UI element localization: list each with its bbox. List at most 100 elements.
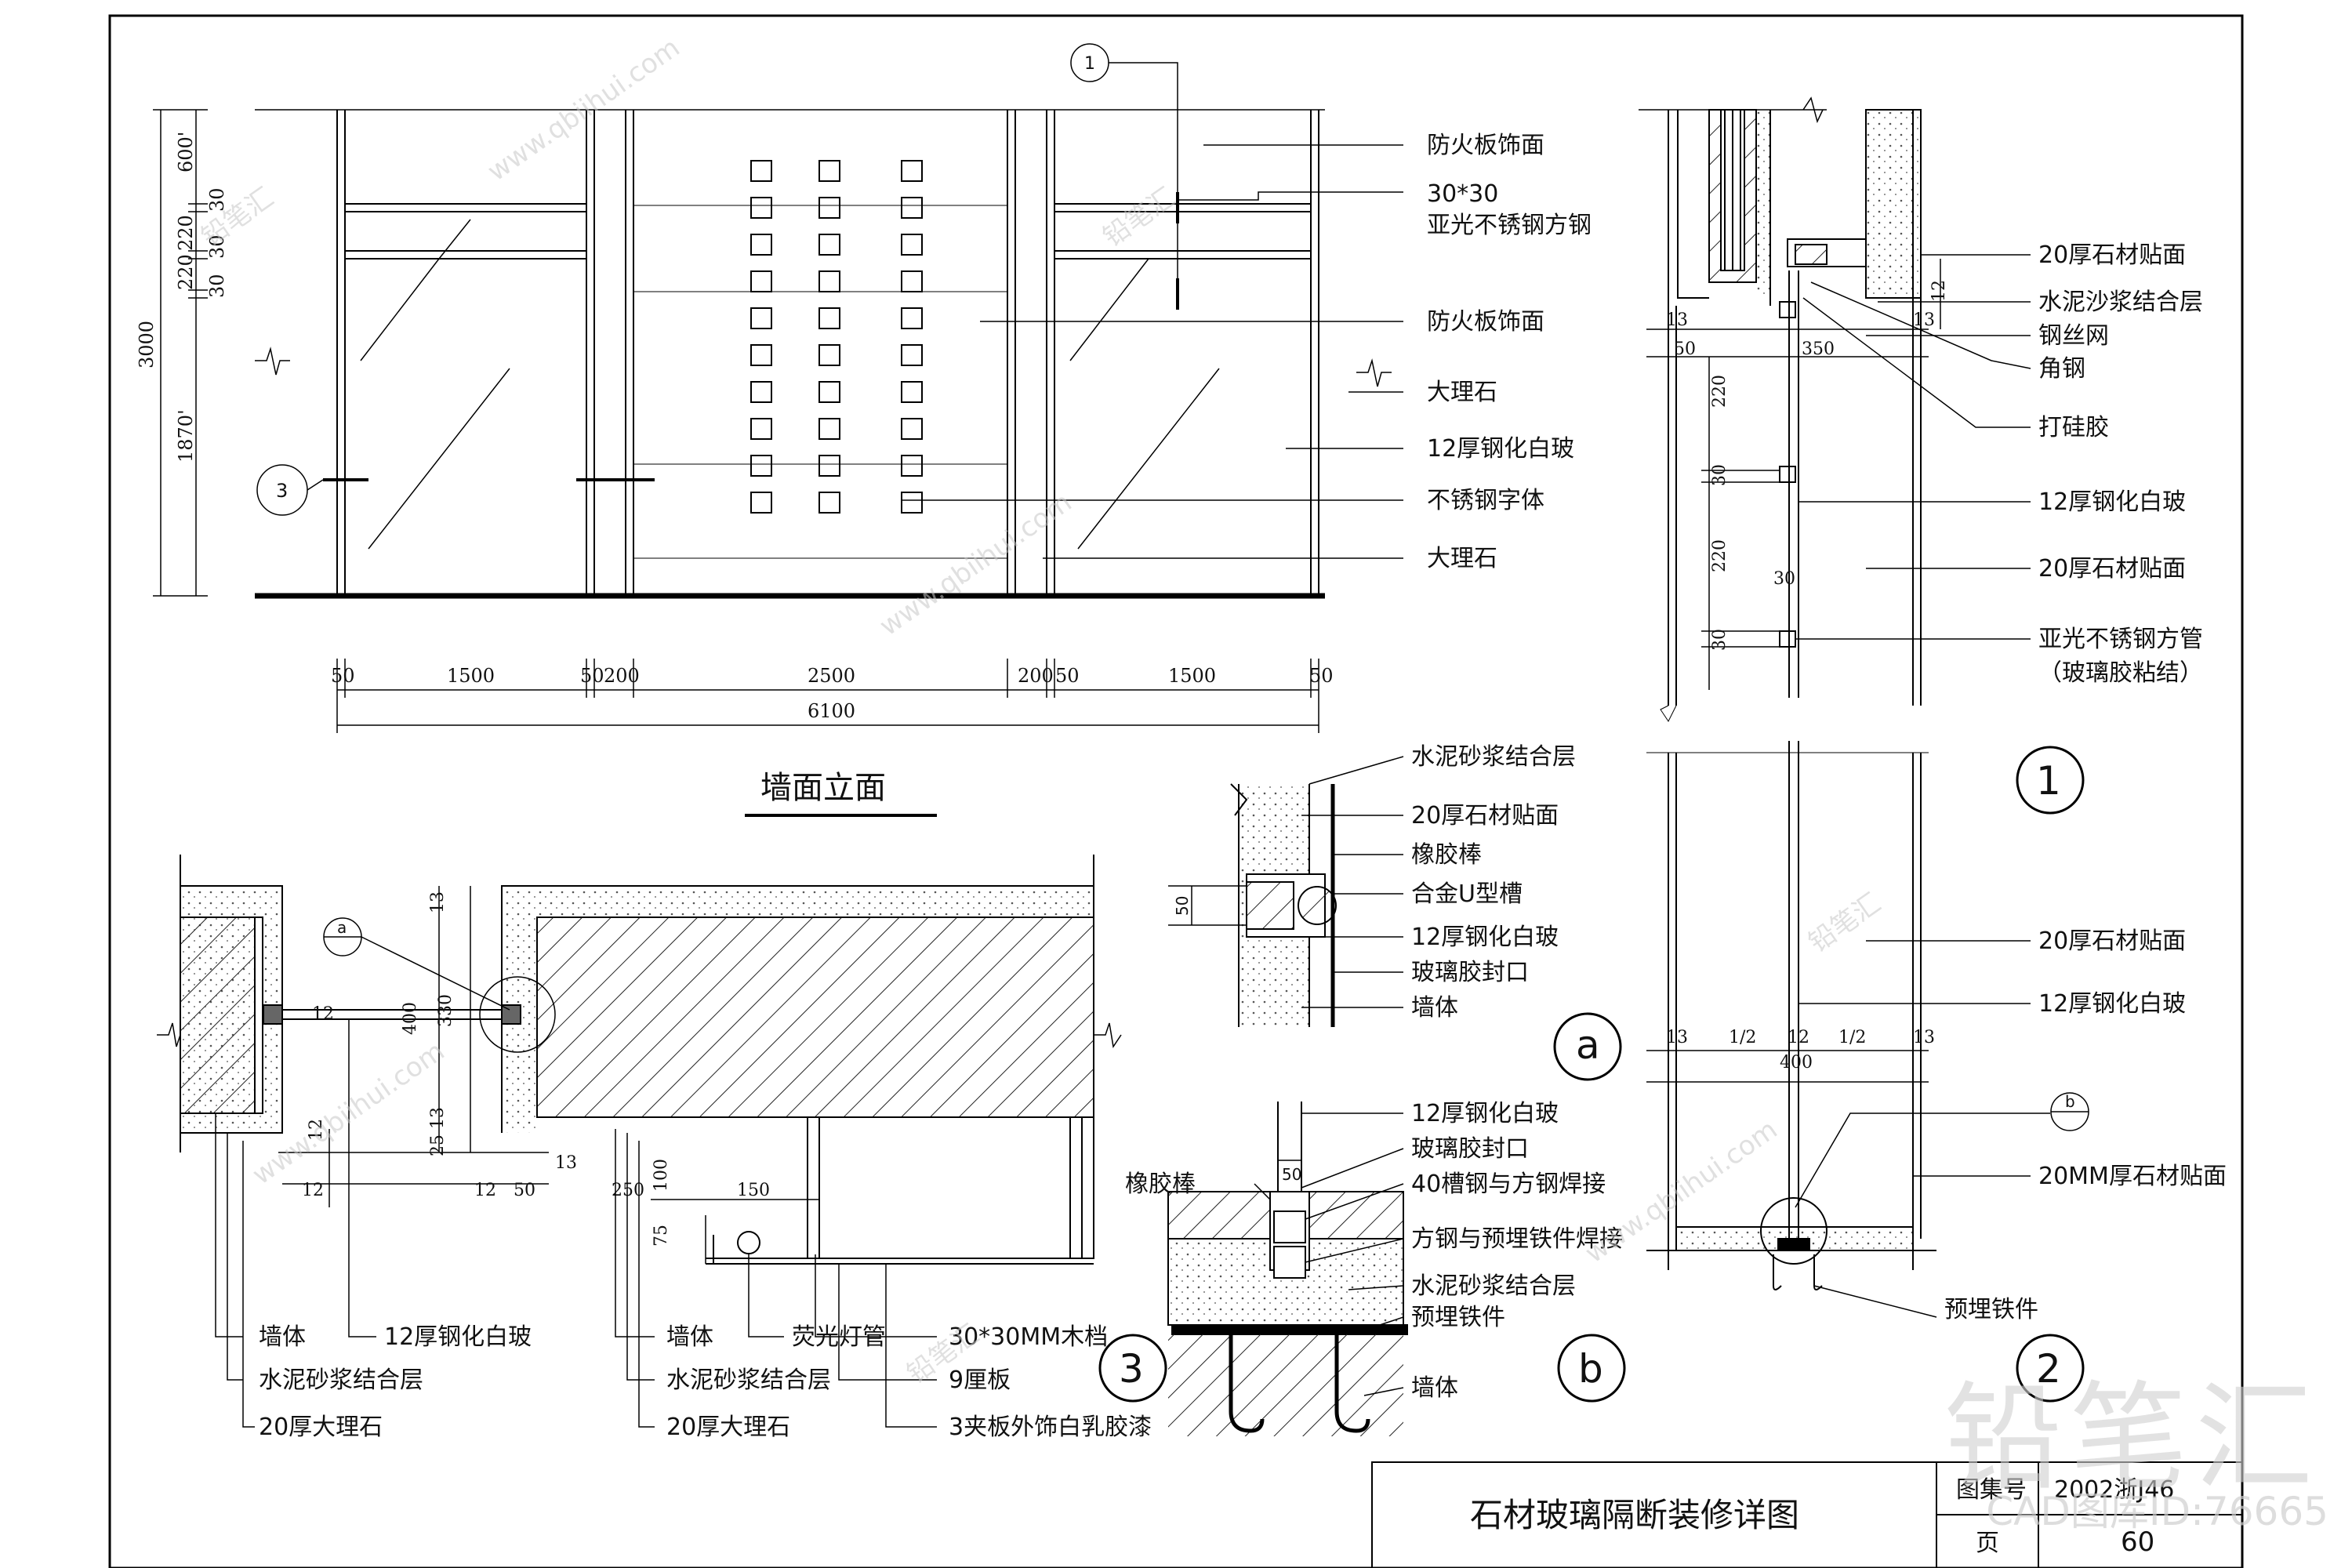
letter-square xyxy=(750,160,772,182)
letter-square xyxy=(901,381,923,403)
letter-square xyxy=(750,270,772,292)
title-block xyxy=(1371,1461,2243,1568)
dim-v-total: 3000 xyxy=(136,321,158,368)
letter-square xyxy=(818,418,840,440)
d1-label-mesh: 钢丝网 xyxy=(2038,322,2109,350)
d1-label-angle: 角钢 xyxy=(2038,355,2085,383)
d1-dim-11: 1/2 xyxy=(1729,1028,1756,1047)
elevation-callouts xyxy=(256,43,1403,559)
db-label-mortar: 水泥砂浆结合层 xyxy=(1411,1272,1576,1300)
d1-label-glue: （玻璃胶粘结） xyxy=(2038,659,2203,687)
letter-square xyxy=(818,492,840,514)
dim-h-0: 50 xyxy=(331,665,355,687)
page-value: 60 xyxy=(2121,1526,2154,1558)
d3-dim-6: 12 xyxy=(307,1119,326,1141)
detail-b-labels: 50 橡胶棒 12厚钢化白玻 玻璃胶封口 40槽钢与方钢焊接 方钢与预埋铁件焊接… xyxy=(1125,1100,1623,1402)
letter-square xyxy=(750,234,772,256)
letter-square xyxy=(750,197,772,219)
db-label-weld: 方钢与预埋铁件焊接 xyxy=(1411,1225,1623,1253)
detail-3-plan xyxy=(157,855,1122,1265)
d3-dim-5: 13 xyxy=(428,1107,448,1129)
letter-square xyxy=(901,455,923,477)
d1-label-glass-2: 12厚钢化白玻 xyxy=(2038,990,2186,1018)
letter-square xyxy=(818,344,840,366)
detail-b xyxy=(1167,1102,1626,1436)
d1-dim-14: 13 xyxy=(1913,1028,1935,1047)
d1-dim-5: 220 xyxy=(1710,375,1730,408)
atlas-value: 2002浙J46 xyxy=(2054,1476,2174,1504)
letter-square xyxy=(901,307,923,329)
db-label-wall: 墙体 xyxy=(1411,1374,1458,1402)
da-label-rod: 橡胶棒 xyxy=(1411,841,1482,869)
label-steel-bar: 亚光不锈钢方钢 xyxy=(1427,212,1592,239)
dim-h-3: 200 xyxy=(604,665,640,687)
label-fireproof-1: 防火板饰面 xyxy=(1427,132,1544,159)
detail-1-leaders xyxy=(1795,254,2089,1403)
letter-square xyxy=(901,418,923,440)
d1-label-stone-3: 20厚石材贴面 xyxy=(2038,927,2186,955)
d3-dim-12: 100 xyxy=(652,1159,671,1192)
detail-1-dim-text: 13 50 350 13 12 220 30 220 30 30 13 1/2 … xyxy=(1666,280,1949,1073)
d1-label-tube: 亚光不锈钢方管 xyxy=(2038,626,2203,653)
d3-label-plywood: 3夹板外饰白乳胶漆 xyxy=(949,1414,1152,1441)
detail-a-labels: 50 水泥砂浆结合层 20厚石材贴面 橡胶棒 合金U型槽 12厚钢化白玻 玻璃胶… xyxy=(1173,743,1600,1068)
dim-h-5: 200 xyxy=(1018,665,1054,687)
letter-square xyxy=(750,418,772,440)
letter-square xyxy=(750,344,772,366)
d1-label-stone-20mm: 20MM厚石材贴面 xyxy=(2038,1163,2227,1190)
callout-3-num: 3 xyxy=(276,480,288,502)
atlas-label: 图集号 xyxy=(1956,1476,2027,1504)
d3-label-marble-2: 20厚大理石 xyxy=(666,1414,790,1441)
d3-dim-3: 330 xyxy=(436,994,456,1027)
db-label-embed: 预埋铁件 xyxy=(1411,1304,1505,1331)
d3-mark: 3 xyxy=(1119,1346,1144,1392)
detail-3-leaders xyxy=(215,917,1167,1428)
dim-v-5: 30 xyxy=(206,274,228,298)
sheet-border xyxy=(108,14,2244,1568)
detail-3-dim-text: 13 12 400 330 25 13 12 12 12 50 13 250 1… xyxy=(302,891,770,1247)
db-label-seal: 玻璃胶封口 xyxy=(1411,1135,1529,1163)
label-30x30: 30*30 xyxy=(1427,180,1498,208)
da-label-stone: 20厚石材贴面 xyxy=(1411,802,1559,829)
letter-square xyxy=(818,307,840,329)
detail-1-dimensions xyxy=(1646,259,1941,1083)
letter-square xyxy=(901,270,923,292)
d1-label-stone: 20厚石材贴面 xyxy=(2038,241,2186,269)
d1-dim-4: 12 xyxy=(1929,280,1949,302)
dim-h-6: 50 xyxy=(1055,665,1080,687)
watermark-brand-large: 铅笔汇 xyxy=(1944,1370,2321,1507)
dim-v-1: 30 xyxy=(206,187,228,212)
d1-dim-7: 220 xyxy=(1710,539,1730,572)
dim-v-0: 600' xyxy=(175,132,197,172)
d1-dim-6: 30 xyxy=(1710,464,1730,486)
d1-dim-3: 13 xyxy=(1913,310,1935,330)
letter-square xyxy=(818,197,840,219)
letter-square xyxy=(750,455,772,477)
letter-square xyxy=(750,492,772,514)
drawing-title: 石材玻璃隔断装修详图 xyxy=(1470,1496,1799,1534)
da-label-channel: 合金U型槽 xyxy=(1411,880,1523,908)
d1-dim-13: 1/2 xyxy=(1838,1028,1866,1047)
d1-callout-b: b xyxy=(2065,1092,2075,1111)
letter-square xyxy=(901,234,923,256)
da-label-seal: 玻璃胶封口 xyxy=(1411,959,1529,986)
d1-label-glass: 12厚钢化白玻 xyxy=(2038,488,2186,516)
dim-v-6: 1870' xyxy=(175,409,197,463)
db-mark: b xyxy=(1578,1346,1603,1392)
detail-3-dimensions xyxy=(278,886,819,1264)
d3-dim-0: 13 xyxy=(428,891,448,913)
d1-mark-2: 2 xyxy=(2036,1346,2061,1392)
d3-label-lamp: 荧光灯管 xyxy=(792,1323,886,1351)
wall-elevation xyxy=(255,109,1392,599)
letter-square xyxy=(901,160,923,182)
da-label-glass: 12厚钢化白玻 xyxy=(1411,924,1559,951)
db-label-channel: 40槽钢与方钢焊接 xyxy=(1411,1171,1606,1198)
label-letters: 不锈钢字体 xyxy=(1427,487,1544,514)
d1-dim-10: 13 xyxy=(1666,1028,1688,1047)
letter-square xyxy=(901,344,923,366)
page-label: 页 xyxy=(1976,1530,1999,1557)
d3-dim-13: 150 xyxy=(737,1181,770,1200)
d3-dim-10: 13 xyxy=(555,1153,577,1173)
elevation-title: 墙面立面 xyxy=(760,770,886,806)
